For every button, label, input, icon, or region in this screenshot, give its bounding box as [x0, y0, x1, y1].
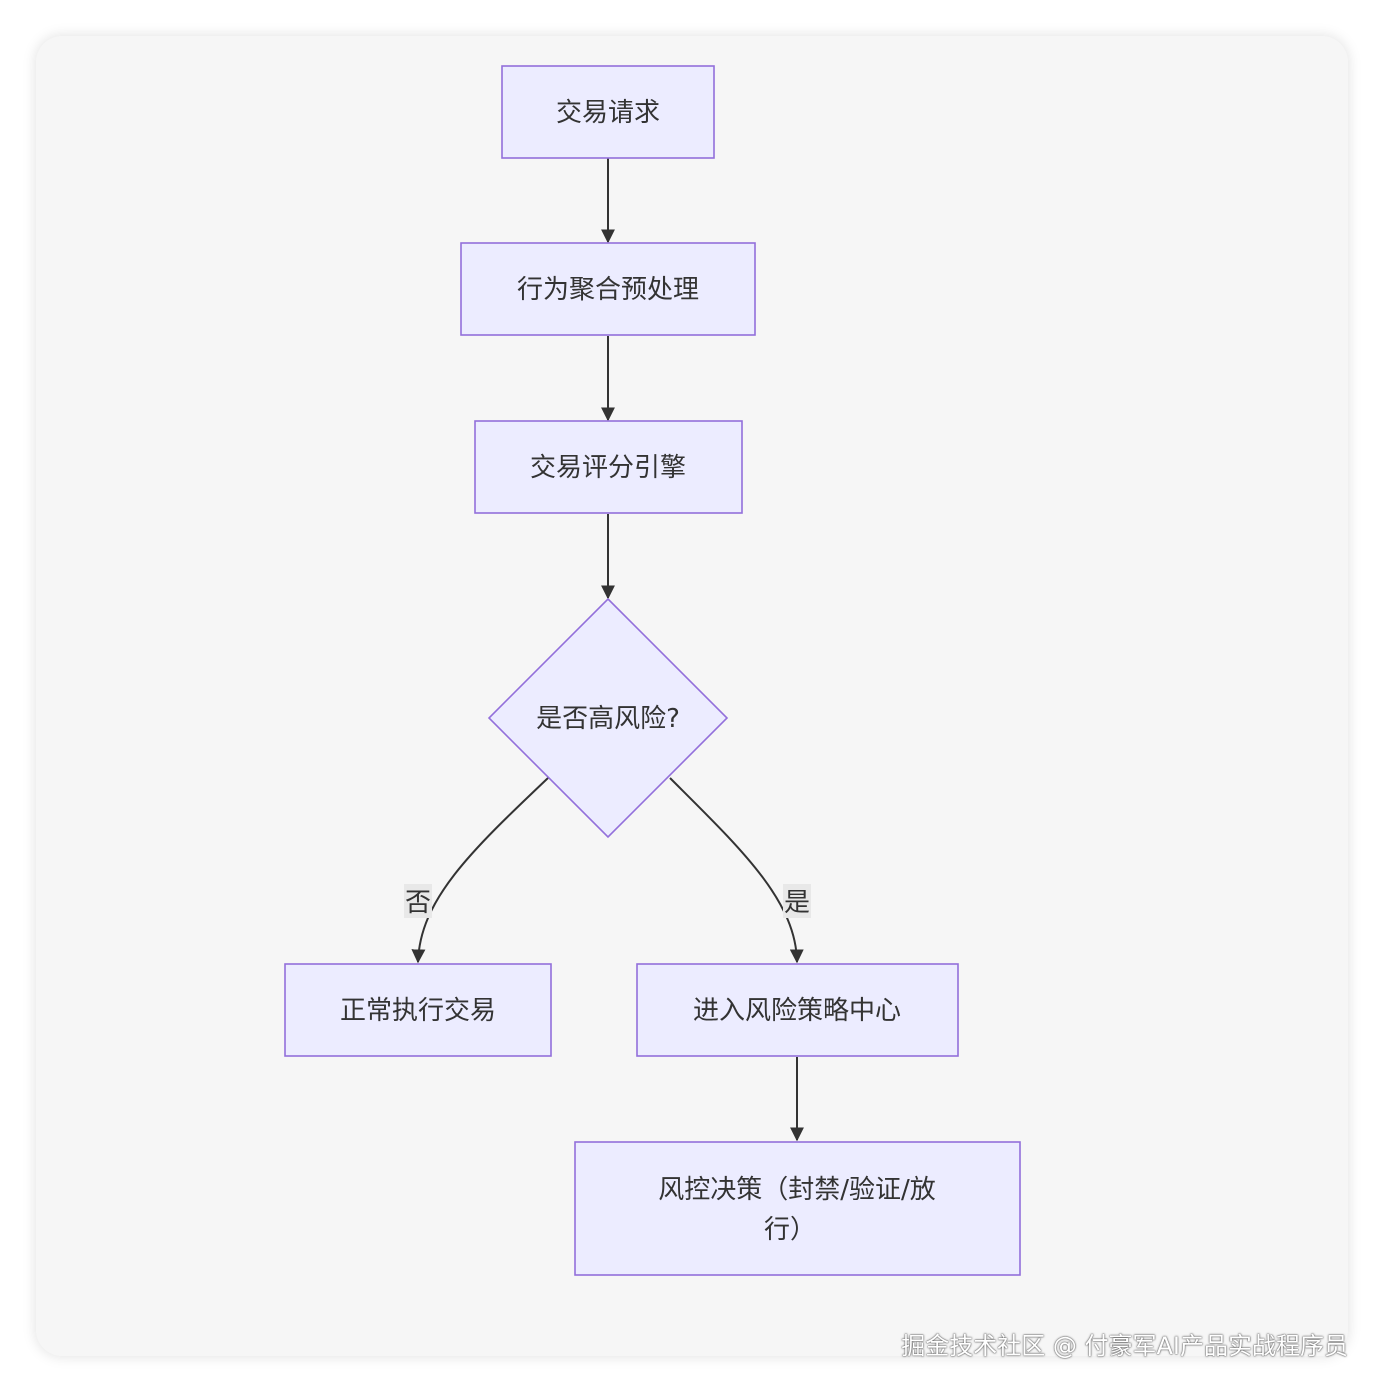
node-normal-label: 正常执行交易 — [340, 996, 496, 1026]
edge-decision-normal — [411, 777, 549, 964]
node-strategy-label: 进入风险策略中心 — [693, 996, 901, 1026]
edge-label-no-text: 否 — [405, 888, 431, 918]
node-preprocess-label: 行为聚合预处理 — [517, 275, 699, 305]
node-decision: 是否高风险? — [487, 597, 729, 839]
node-control-label-line1: 风控决策（封禁/验证/放 — [658, 1175, 936, 1205]
node-request-label: 交易请求 — [556, 98, 660, 128]
node-scoring: 交易评分引擎 — [474, 420, 743, 514]
node-request: 交易请求 — [501, 65, 715, 159]
node-control: 风控决策（封禁/验证/放 行） — [574, 1141, 1021, 1276]
node-strategy: 进入风险策略中心 — [636, 963, 959, 1057]
edge-label-no: 否 — [404, 884, 432, 918]
edge-decision-strategy — [669, 777, 804, 964]
node-control-label-line2: 行） — [764, 1215, 816, 1245]
node-decision-label: 是否高风险? — [536, 704, 680, 734]
watermark: 掘金技术社区 @ 付豪军AI产品实战程序员 — [901, 1332, 1348, 1360]
edge-label-yes-text: 是 — [784, 888, 810, 918]
node-normal: 正常执行交易 — [284, 963, 552, 1057]
edge-label-yes: 是 — [783, 884, 811, 918]
node-preprocess: 行为聚合预处理 — [460, 242, 756, 336]
node-scoring-label: 交易评分引擎 — [530, 453, 686, 483]
